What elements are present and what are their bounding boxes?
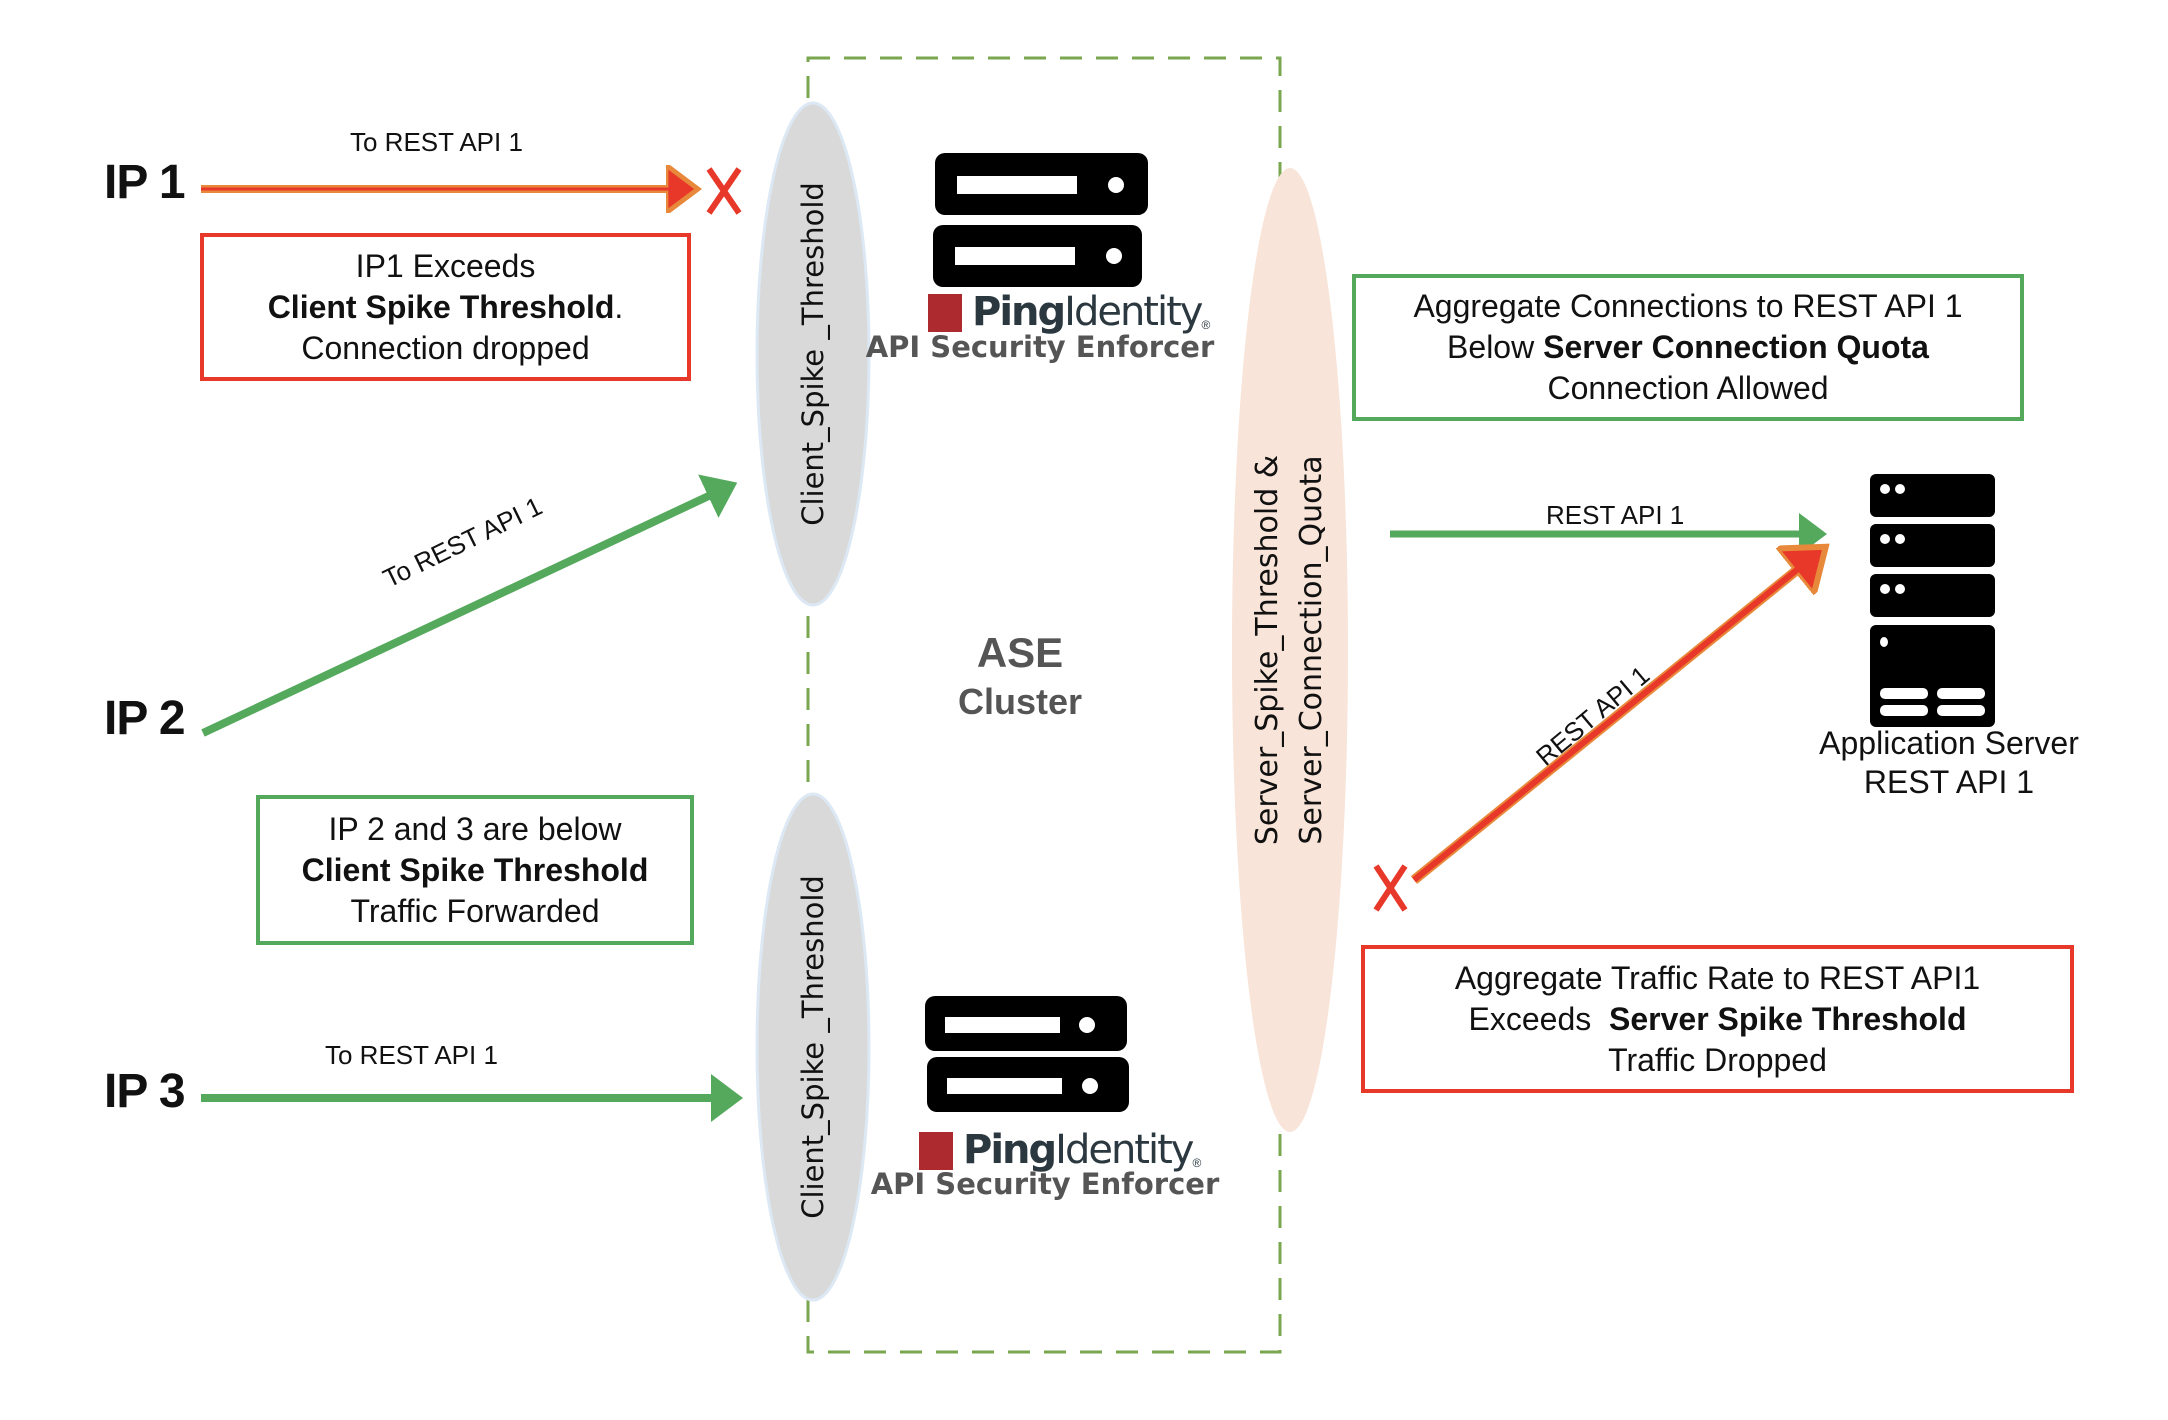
client-spike-threshold-label-top: Client_Spike _Threshold (796, 182, 830, 526)
note-line: Below Server Connection Quota (1356, 327, 2020, 368)
ping-wordmark-bold: Ping (972, 289, 1066, 335)
note-line: Client Spike Threshold. (204, 287, 687, 328)
note-punct: . (614, 288, 624, 325)
note-line: Connection dropped (301, 329, 590, 366)
ase-product-name-bottom: API Security Enforcer (870, 1167, 1220, 1201)
application-server-label: Application Server REST API 1 (1819, 724, 2079, 802)
note-line: Exceeds Server Spike Threshold (1365, 999, 2070, 1040)
ip23-below-note: IP 2 and 3 are below Client Spike Thresh… (256, 795, 694, 945)
client-ip3-label: IP 3 (104, 1065, 186, 1118)
note-prefix: Below (1447, 329, 1544, 365)
ping-identity-logo-top: PingIdentity ® (928, 292, 1210, 332)
ping-wordmark-light: Identity (1055, 1127, 1194, 1173)
connection-quota-note: Aggregate Connections to REST API 1 Belo… (1352, 274, 2024, 421)
note-line: Traffic Forwarded (350, 892, 600, 929)
ping-identity-logo-bottom: PingIdentity ® (919, 1130, 1201, 1170)
ping-wordmark-light: Identity (1064, 289, 1203, 335)
application-server-title: Application Server (1819, 725, 2079, 761)
note-line: Traffic Dropped (1608, 1041, 1827, 1078)
ping-wordmark-bold: Ping (963, 1127, 1057, 1173)
ase-cluster-title: ASE (976, 629, 1064, 676)
spike-threshold-note: Aggregate Traffic Rate to REST API1 Exce… (1361, 945, 2074, 1093)
ping-logo-wordmark: PingIdentity (972, 289, 1203, 335)
application-server-icon (1870, 474, 1995, 727)
note-line: IP 2 and 3 are below (328, 810, 622, 847)
ip3-flow-label: To REST API 1 (325, 1040, 498, 1070)
note-emphasis: Client Spike Threshold (301, 851, 649, 888)
ip1-flow-label: To REST API 1 (350, 127, 523, 157)
note-emphasis: Server Connection Quota (1543, 329, 1929, 365)
server-blocked-x-icon (1373, 864, 1408, 912)
ping-logo-square-icon (919, 1132, 953, 1170)
note-line: Connection Allowed (1547, 370, 1829, 406)
registered-mark: ® (1192, 1156, 1202, 1170)
ping-logo-square-icon (928, 294, 962, 332)
client-ip1-label: IP 1 (104, 156, 186, 209)
note-emphasis: Client Spike Threshold (267, 288, 615, 325)
client-spike-threshold-ellipse-top (755, 101, 871, 607)
server-dropped-arrow-core (1412, 553, 1816, 883)
server-threshold-label: Server_Spike_Threshold & Server_Connecti… (1246, 455, 1334, 845)
note-line: Client Spike Threshold (260, 850, 690, 891)
ase-server-icon-bottom (925, 996, 1129, 1112)
note-emphasis: Server Spike Threshold (1609, 1000, 1967, 1037)
ase-product-name-top: API Security Enforcer (865, 330, 1215, 364)
ase-server-icon-top (933, 153, 1148, 287)
registered-mark: ® (1201, 318, 1211, 332)
ip1-exceeds-note: IP1 Exceeds Client Spike Threshold. Conn… (200, 233, 691, 381)
ip2-arrow (201, 474, 738, 737)
client-spike-threshold-label-bottom: Client_Spike _Threshold (796, 875, 830, 1219)
application-server-api: REST API 1 (1863, 764, 2035, 800)
ase-cluster-label: ASE Cluster (958, 628, 1082, 726)
server-threshold-label-line1: Server_Spike_Threshold & (1250, 454, 1285, 846)
ping-logo-wordmark: PingIdentity (963, 1127, 1194, 1173)
client-spike-threshold-ellipse-bottom (755, 792, 871, 1302)
server-allowed-flow-label: REST API 1 (1546, 500, 1685, 530)
client-ip2-label: IP 2 (104, 692, 186, 745)
note-line: Aggregate Connections to REST API 1 (1413, 288, 1963, 324)
blocked-x-icon (706, 167, 742, 215)
note-line: Aggregate Traffic Rate to REST API1 (1454, 959, 1981, 996)
note-line: IP1 Exceeds (355, 247, 536, 284)
ase-cluster-subtitle: Cluster (957, 681, 1083, 722)
server-threshold-ellipse (1232, 168, 1348, 1132)
note-prefix: Exceeds (1468, 1000, 1610, 1037)
server-threshold-label-line2: Server_Connection_Quota (1294, 455, 1329, 845)
